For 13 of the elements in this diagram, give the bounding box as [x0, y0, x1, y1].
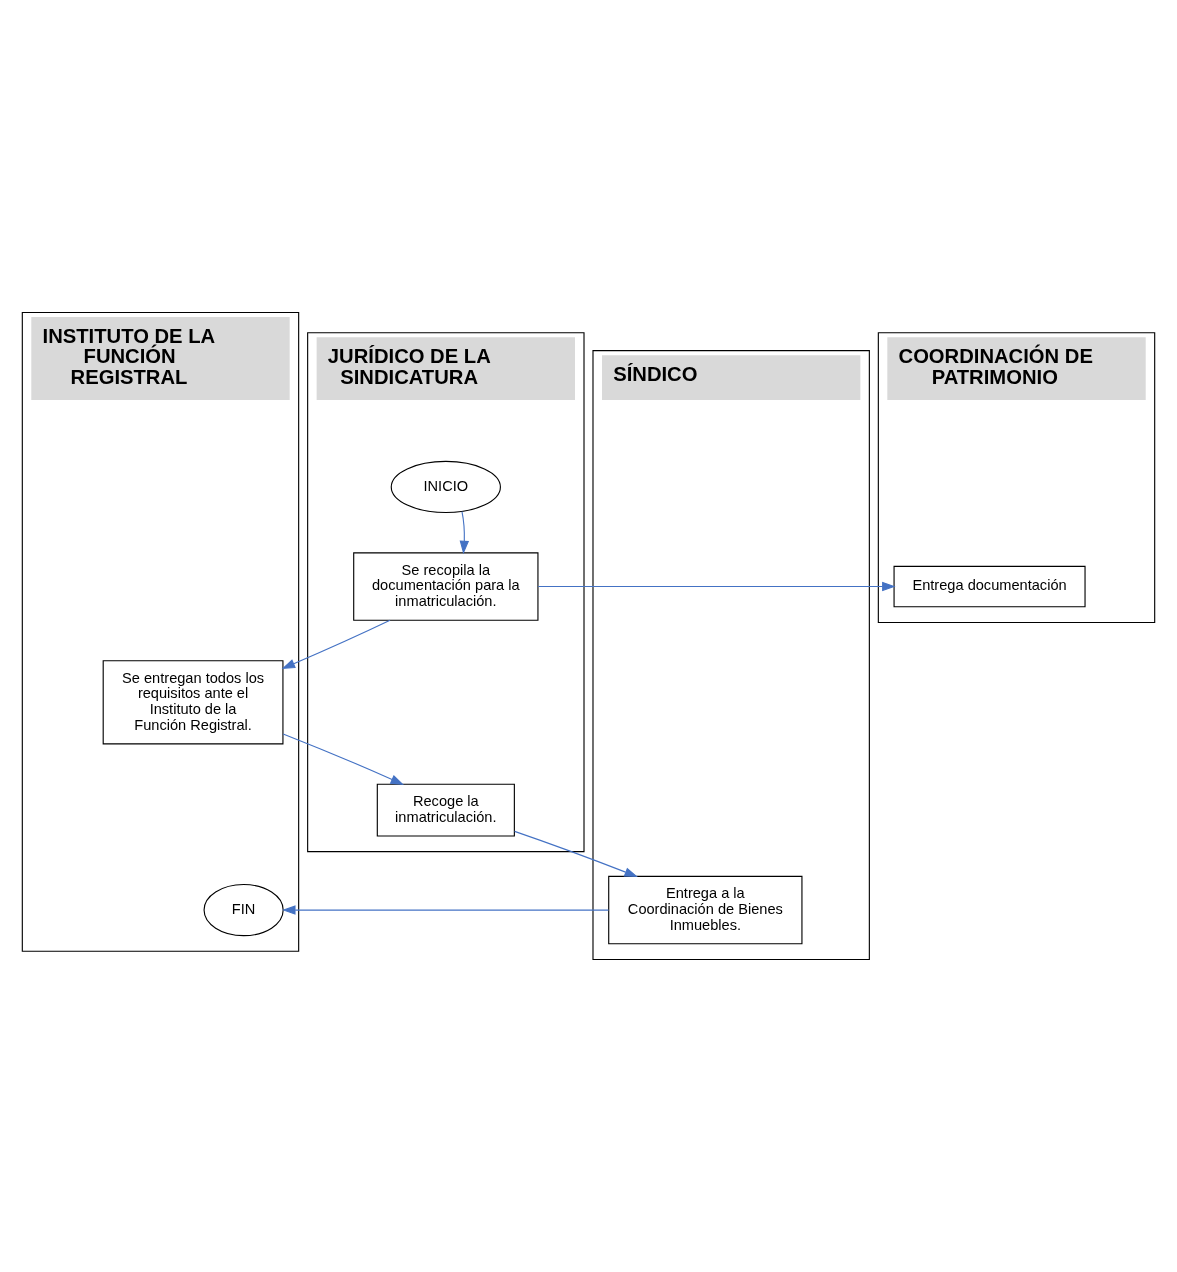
arrow: [459, 511, 470, 555]
arrow: [282, 733, 405, 785]
node-box: Se recopila la documentación para la inmatriculación.: [353, 552, 539, 621]
arrow: [514, 830, 638, 877]
arrow: [537, 581, 896, 592]
node-ellipse: INICIO: [390, 460, 501, 514]
arrow: [281, 619, 391, 669]
node-box: Recoge la inmatriculación.: [376, 783, 515, 837]
node-box: Entrega documentación: [893, 565, 1086, 608]
arrow: [282, 905, 610, 915]
node-ellipse: FIN: [203, 883, 284, 937]
node-box: Entrega a la Coordinación de Bienes Inmuebles.: [608, 875, 803, 945]
node-box: Se entregan todos los requisitos ante el Instituto de la Función Registral.: [102, 660, 284, 745]
